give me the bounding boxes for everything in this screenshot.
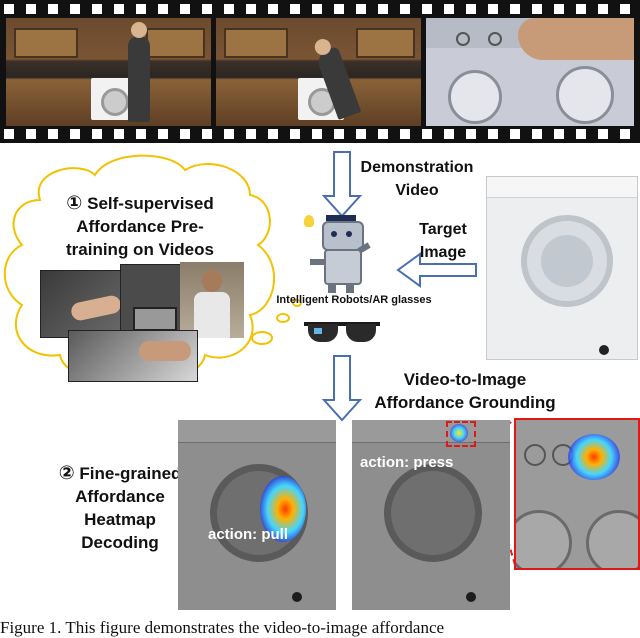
video-frame-3: [426, 18, 634, 126]
collage-image-man: [180, 262, 244, 338]
fine-grained-text: Fine-grained Affordance Heatmap Decoding: [75, 464, 182, 552]
heatmap-blob-press: [568, 434, 620, 480]
step1-marker: ①: [66, 193, 83, 214]
demonstration-video-label: Demonstration Video: [360, 159, 474, 199]
hand-pressing-button: [518, 18, 634, 60]
self-supervised-label: ① Self-supervised Affordance Pre- traini…: [40, 192, 240, 261]
action-pull-label: action: pull: [208, 526, 288, 543]
step2-marker: ②: [58, 463, 75, 484]
lightbulb-icon: [304, 215, 314, 227]
figure-caption: Figure 1. This figure demonstrates the v…: [0, 618, 445, 637]
heatmap-blob-press-small: [450, 424, 468, 442]
arrow-down-demonstration: [321, 151, 363, 218]
intelligent-robots-label: Intelligent Robots/AR glasses: [276, 294, 432, 306]
grounding-label: Video-to-Image Affordance Grounding: [374, 370, 556, 412]
collage-image-hand-button: [40, 270, 130, 338]
video-frame-2: [216, 18, 421, 126]
film-sprocket-bottom: [4, 129, 636, 139]
thought-bubble-medium: [276, 313, 290, 323]
collage-image-microwave: [120, 264, 184, 340]
heatmap-washer-pull: [178, 420, 336, 610]
heatmap-blob-pull: [260, 476, 306, 542]
thought-bubble-small: [292, 299, 302, 307]
person-in-frame-1: [128, 22, 150, 122]
action-press-label: action: press: [360, 454, 454, 471]
target-washer-image: [486, 176, 638, 360]
self-supervised-text: Self-supervised Affordance Pre- training…: [66, 194, 214, 259]
thought-bubble-large: [251, 331, 273, 345]
control-knob-left: [448, 70, 502, 124]
fine-grained-label: ② Fine-grained Affordance Heatmap Decodi…: [50, 462, 190, 554]
control-knob-right: [556, 66, 614, 124]
arrow-left-target: [396, 252, 477, 288]
target-image-label: Target Image: [419, 221, 467, 261]
film-sprocket-top: [4, 4, 636, 14]
washer-in-frame-1: [91, 78, 135, 120]
arrow-down-grounding: [321, 355, 363, 422]
zoomed-control-panel: [514, 418, 640, 570]
ar-glasses-icon: [304, 318, 380, 348]
video-frame-1: [6, 18, 211, 126]
zoom-region-box: [446, 421, 476, 447]
collage-image-pressing: [68, 330, 198, 382]
robot-icon: [304, 215, 374, 293]
heatmap-washer-press: [352, 420, 510, 610]
